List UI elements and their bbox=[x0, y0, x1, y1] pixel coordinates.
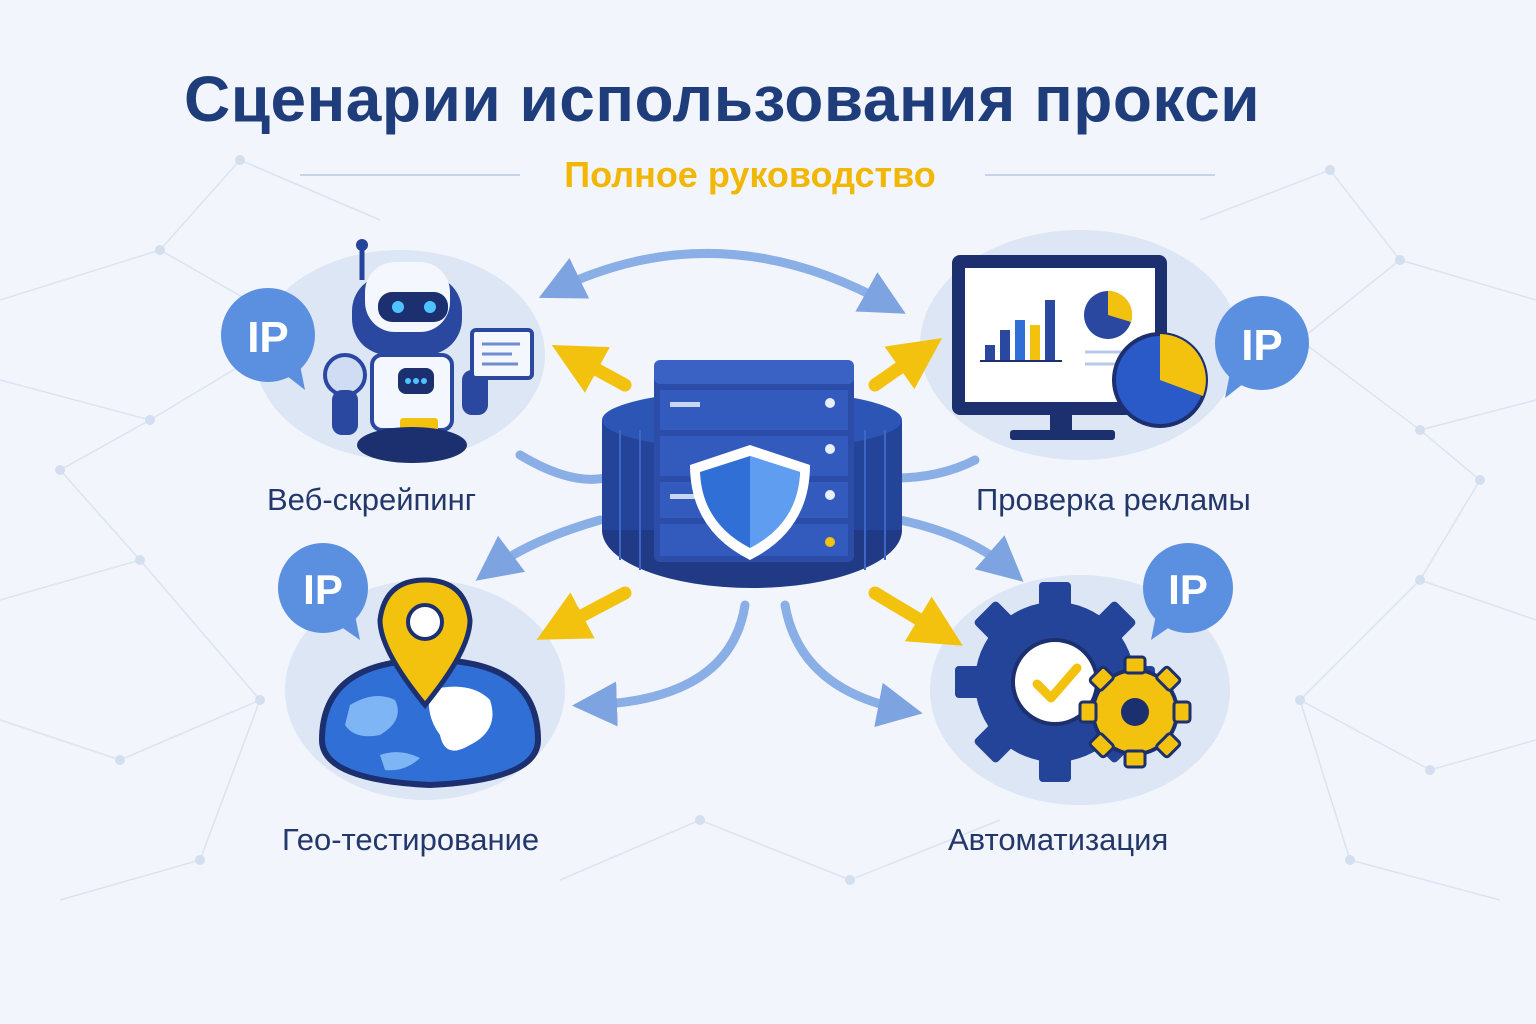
yellow-arrow-bottom-right bbox=[868, 586, 963, 646]
ip-badge-top-right: IP bbox=[1215, 296, 1309, 398]
ip-badge-label: IP bbox=[1168, 566, 1208, 613]
arrow-right-curve bbox=[890, 455, 980, 483]
scenario-label-automation: Автоматизация bbox=[948, 822, 1169, 857]
yellow-arrow-bottom-left bbox=[536, 586, 632, 640]
page-subtitle: Полное руководство bbox=[564, 154, 936, 195]
subtitle-divider-left bbox=[300, 174, 520, 176]
ip-badge-label: IP bbox=[303, 566, 343, 613]
scenario-label-web-scraping: Веб-скрейпинг bbox=[267, 482, 477, 517]
ip-badge-label: IP bbox=[247, 313, 289, 362]
subtitle-divider-right bbox=[985, 174, 1215, 176]
globe-pin-icon bbox=[318, 577, 542, 789]
ip-badge-label: IP bbox=[1241, 321, 1283, 370]
arrow-top-curve bbox=[538, 248, 906, 314]
monitor-chart-icon bbox=[952, 255, 1208, 440]
ip-badge-bottom-right: IP bbox=[1143, 543, 1233, 640]
proxy-server-shield-icon bbox=[602, 360, 902, 588]
gears-check-icon bbox=[955, 582, 1192, 782]
robot-icon bbox=[323, 239, 534, 463]
arrow-mid-left bbox=[475, 515, 605, 581]
yellow-arrow-top-left bbox=[551, 345, 632, 393]
arrow-left-curve bbox=[515, 450, 610, 484]
scenario-label-ad-verification: Проверка рекламы bbox=[976, 482, 1251, 517]
ip-badge-bottom-left: IP bbox=[278, 543, 368, 640]
arrow-bottom-left bbox=[572, 600, 750, 727]
ip-badge-top-left: IP bbox=[221, 288, 315, 390]
page-title: Сценарии использования прокси bbox=[183, 63, 1261, 135]
yellow-arrow-top-right bbox=[868, 338, 943, 392]
arrow-bottom-right bbox=[780, 600, 923, 728]
scenario-label-geo-testing: Гео-тестирование bbox=[282, 822, 540, 857]
arrow-mid-right bbox=[895, 515, 1024, 582]
